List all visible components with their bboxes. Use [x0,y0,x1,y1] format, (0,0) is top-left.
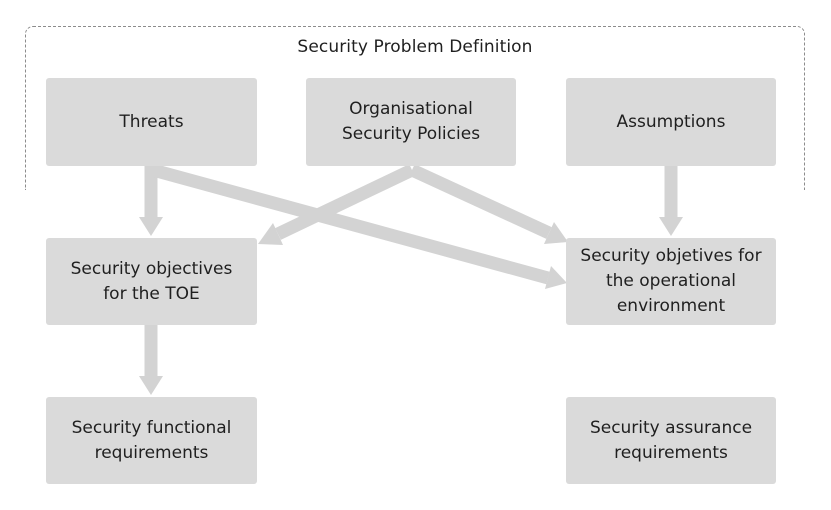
objectives-env-box: Security objetives for the operational e… [566,238,776,325]
objectives-env-label: Security objetives for the operational e… [580,246,762,316]
arrow-threats-to-objectives-toe [139,166,163,236]
frame-title: Security Problem Definition [297,37,533,57]
assumptions-box: Assumptions [566,78,776,166]
threats-label: Threats [119,111,184,132]
sar-label: Security assurance requirements [589,417,753,463]
security-assurance-requirements-box: Security assurance requirements [566,397,776,484]
arrow-threats-to-objectives-env [151,163,567,289]
arrow-osp-to-objectives-env [409,164,568,244]
threats-box: Threats [46,78,257,166]
osp-label: Organisational Security Policies [341,99,481,144]
organisational-security-policies-box: Organisational Security Policies [306,78,516,166]
objectives-toe-box: Security objectives for the TOE [46,238,257,325]
arrow-objectives-toe-to-sfr [139,325,163,395]
assumptions-label: Assumptions [616,111,726,132]
objectives-toe-label: Security objectives for the TOE [70,258,233,304]
arrow-osp-to-objectives-toe [258,164,415,245]
sfr-label: Security functional requirements [71,417,232,463]
security-problem-definition-frame [25,26,805,190]
security-functional-requirements-box: Security functional requirements [46,397,257,484]
arrow-assumptions-to-objectives-env [659,166,683,236]
